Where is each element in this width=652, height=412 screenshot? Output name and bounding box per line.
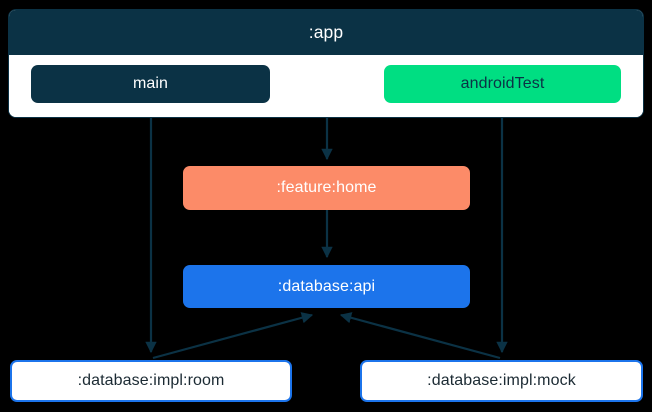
edge-database-impl-room-to-database-api [152,312,314,360]
subgraph-app-title: :app [9,10,643,55]
node-database-api-label: :database:api [277,277,376,295]
node-main-label: main [132,75,169,92]
node-feature-home-label: :feature:home [276,179,377,196]
subgraph-app-body: main androidTest [9,55,643,117]
subgraph-app[interactable]: :app main androidTest [9,10,643,117]
node-database-impl-mock-label: :database:impl:mock [427,372,576,389]
node-database-impl-room[interactable]: :database:impl:room [10,360,292,402]
node-database-impl-mock[interactable]: :database:impl:mock [360,360,643,402]
node-feature-home[interactable]: :feature:home [183,166,470,210]
node-main[interactable]: main [31,65,270,103]
node-database-impl-room-label: :database:impl:room [77,372,225,389]
edge-database-impl-mock-to-database-api [339,312,501,360]
node-androidtest-label: androidTest [460,75,545,92]
node-database-api[interactable]: :database:api [183,265,470,308]
node-androidtest[interactable]: androidTest [384,65,621,103]
